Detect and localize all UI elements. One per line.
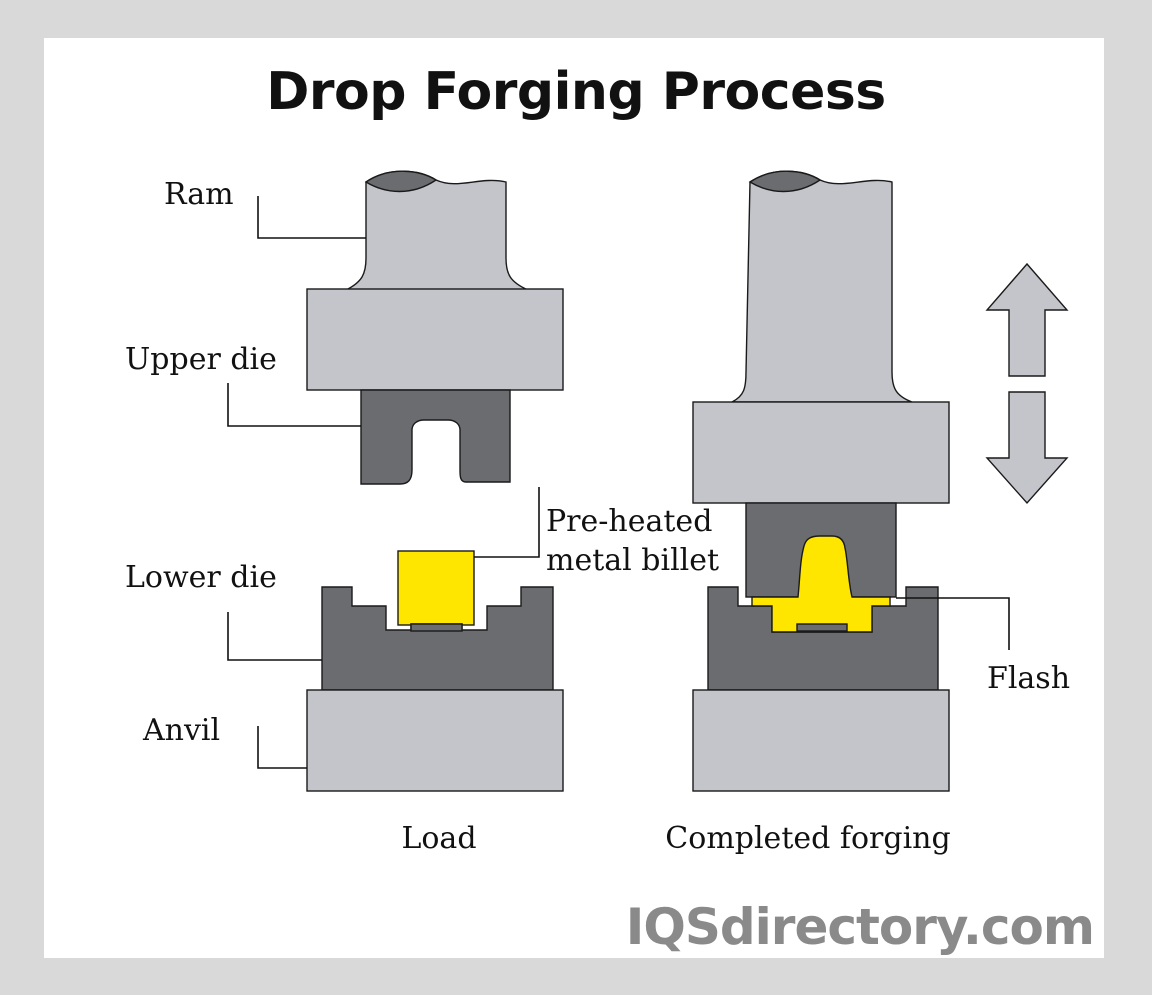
watermark-logo: IQSdirectory.com [625,898,1095,956]
ram-right [731,170,913,403]
flash-leader [896,597,1010,650]
label-ram: Ram [164,177,234,212]
diagram-title: Drop Forging Process [266,62,886,122]
ram-leader [257,196,366,239]
ram-left [345,170,529,291]
lower-die-leader [227,612,322,661]
stage-label-load: Load [401,821,476,856]
upper-die-leader [227,383,361,427]
label-billet-line1: Pre-heated [546,504,712,539]
load-stage: Ram Upper die Pre-heated metal billet Lo… [125,170,719,856]
completed-stage: Flash Completed forging [665,170,1070,856]
anvil-right [692,689,950,792]
lower-die-insert-right [796,623,848,632]
down-arrow-icon [985,391,1069,505]
label-billet-line2: metal billet [546,543,719,578]
label-anvil: Anvil [142,713,220,748]
billet-leader [474,487,540,558]
upper-die-holder-right [692,401,950,504]
stage-label-completed: Completed forging [665,821,950,856]
anvil-left [306,689,564,792]
upper-die-left [360,389,511,485]
label-lower-die: Lower die [125,560,277,595]
ram-right-top-face [748,170,822,193]
upper-die-holder-left [306,288,564,391]
billet [397,550,475,626]
up-arrow-icon [985,262,1069,377]
anvil-leader [257,726,307,769]
ram-left-top-face [364,170,438,193]
label-flash: Flash [987,661,1070,696]
label-upper-die: Upper die [125,342,277,377]
lower-die-insert-left [410,623,463,632]
forged-part [751,535,891,633]
